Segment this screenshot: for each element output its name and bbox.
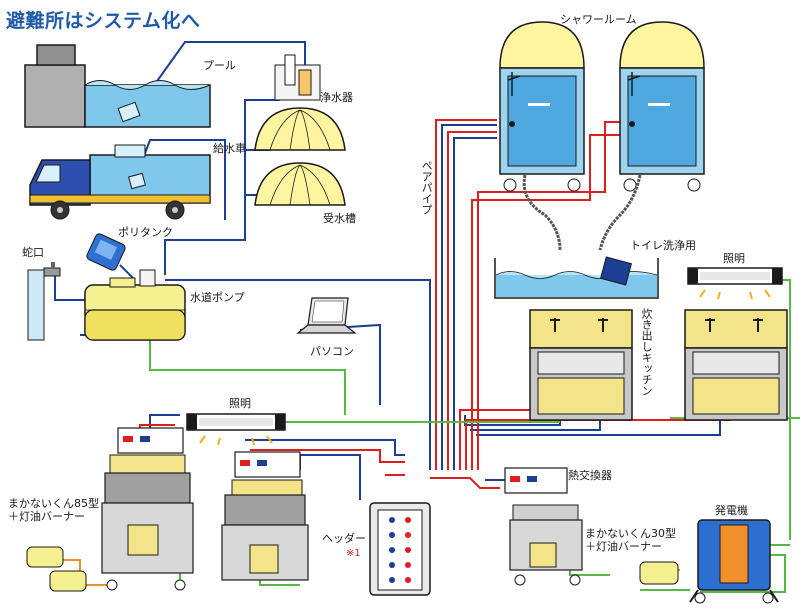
toilet-flush-basin bbox=[494, 256, 659, 299]
storage-tank bbox=[84, 269, 186, 341]
header-note: ※1 bbox=[346, 548, 361, 559]
lighting-left-label: 照明 bbox=[229, 397, 251, 410]
receiving-tank-label: 受水槽 bbox=[323, 212, 356, 225]
toilet-flush-label: トイレ洗浄用 bbox=[630, 239, 696, 252]
power-lines bbox=[139, 279, 800, 593]
receiving-tank-lower bbox=[254, 162, 346, 206]
stove-makanai30 bbox=[509, 504, 583, 586]
poly-tank-label: ポリタンク bbox=[118, 226, 173, 239]
pc-label: パソコン bbox=[310, 345, 354, 358]
lighting-right-label: 照明 bbox=[723, 252, 745, 265]
shower-room-label: シャワールーム bbox=[560, 13, 637, 26]
faucet bbox=[27, 262, 61, 341]
pool bbox=[24, 44, 211, 128]
water-pump-label: 水道ポンプ bbox=[190, 291, 245, 304]
stove-makanai85 bbox=[101, 454, 194, 591]
laptop-pc bbox=[296, 297, 357, 334]
poly-tank bbox=[86, 233, 126, 271]
generator-label: 発電機 bbox=[715, 504, 748, 517]
heat-exchanger-label: 熱交換器 bbox=[568, 469, 612, 482]
pool-label: プール bbox=[203, 59, 236, 72]
kitchen-sink-left bbox=[529, 309, 633, 421]
heat-exchanger-mid bbox=[234, 451, 301, 478]
pair-pipe-label: ペアパイプ bbox=[420, 160, 434, 215]
header-label: ヘッダー bbox=[322, 532, 366, 545]
makanai30-label: まかないくん30型 ＋灯油バーナー bbox=[585, 527, 676, 553]
water-purifier bbox=[274, 54, 321, 101]
purifier-label: 浄水器 bbox=[320, 91, 353, 104]
light-left bbox=[186, 413, 286, 446]
kerosene-tank-left bbox=[26, 546, 87, 592]
faucet-label: 蛇口 bbox=[22, 246, 44, 259]
kitchen-label: 炊き出しキッチン bbox=[640, 308, 654, 396]
page-title: 避難所はシステム化へ bbox=[6, 10, 201, 32]
shower-booth-left bbox=[499, 21, 585, 251]
kerosene-tank-right bbox=[639, 561, 679, 585]
stove-middle bbox=[221, 479, 309, 581]
generator bbox=[689, 519, 779, 604]
makanai85-label: まかないくん85型 ＋灯油バーナー bbox=[8, 497, 99, 523]
heat-exchanger-right bbox=[504, 467, 568, 494]
water-truck bbox=[29, 144, 211, 220]
receiving-tank-upper bbox=[254, 107, 346, 151]
light-right bbox=[687, 267, 783, 300]
water-truck-label: 給水車 bbox=[213, 142, 246, 155]
kitchen-sink-right bbox=[684, 309, 788, 421]
header-manifold bbox=[369, 502, 431, 596]
heat-exchanger-top-left bbox=[117, 427, 184, 454]
shower-booth-right bbox=[598, 21, 705, 251]
